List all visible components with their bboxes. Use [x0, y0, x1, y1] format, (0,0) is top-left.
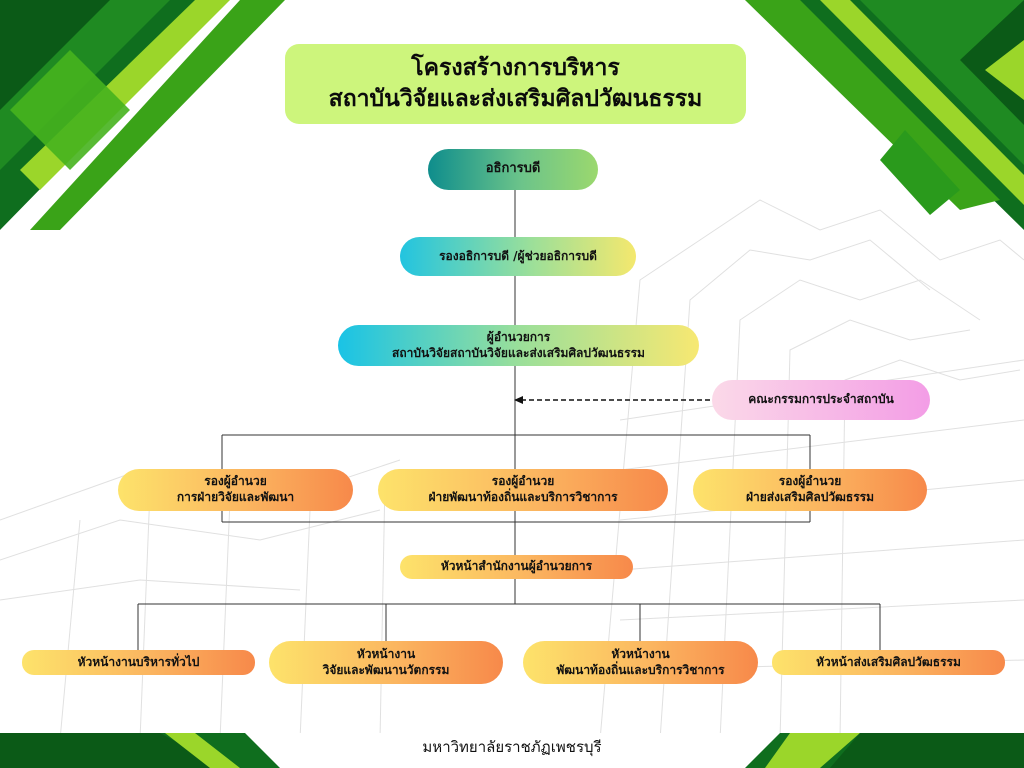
node-deputy-line-2: ฝ่ายส่งเสริมศิลปวัฒธรรม — [745, 490, 875, 504]
bottom-band — [0, 733, 1024, 768]
node-head-general-admin: หัวหน้างานบริหารทั่วไป — [22, 650, 255, 675]
node-deputy-line-1: รองผู้อำนวย — [204, 474, 267, 489]
node-director: ผู้อำนวยการ สถาบันวิจัยสถาบันวิจัยและส่ง… — [338, 325, 699, 366]
node-head-line-1: หัวหน้าส่งเสริมศิลปวัฒธรรม — [816, 654, 961, 669]
node-head-line-1: หัวหน้างาน — [611, 646, 670, 661]
node-deputy-research: รองผู้อำนวย การฝ่ายวิจัยและพัฒนา — [118, 469, 353, 511]
arrow-head-icon — [514, 396, 523, 404]
connector-lines — [137, 190, 881, 650]
footer-university-name: มหาวิทยาลัยราชภัฏเพชรบุรี — [422, 738, 602, 756]
node-committee: คณะกรรมการประจำสถาบัน — [712, 380, 930, 420]
corner-top-left — [0, 0, 285, 230]
node-head-local-development: หัวหน้างาน พัฒนาท้องถิ่นและบริการวิชาการ — [523, 641, 758, 684]
node-director-line-2: สถาบันวิจัยสถาบันวิจัยและส่งเสริมศิลปวัฒ… — [392, 345, 645, 360]
node-office-head-label: หัวหน้าสำนักงานผู้อำนวยการ — [440, 559, 593, 574]
node-head-line-1: หัวหน้างาน — [356, 646, 416, 661]
node-head-line-1: หัวหน้างานบริหารทั่วไป — [77, 654, 200, 669]
node-vice-president-label: รองอธิการบดี /ผู้ช่วยอธิการบดี — [439, 248, 597, 263]
node-office-head: หัวหน้าสำนักงานผู้อำนวยการ — [400, 555, 633, 579]
node-deputy-line-1: รองผู้อำนวย — [778, 474, 842, 489]
node-head-line-2: พัฒนาท้องถิ่นและบริการวิชาการ — [556, 662, 725, 677]
node-committee-label: คณะกรรมการประจำสถาบัน — [748, 392, 894, 407]
node-deputy-culture: รองผู้อำนวย ฝ่ายส่งเสริมศิลปวัฒธรรม — [693, 469, 927, 511]
node-vice-president: รองอธิการบดี /ผู้ช่วยอธิการบดี — [400, 237, 636, 276]
corner-top-right — [745, 0, 1024, 230]
node-head-culture: หัวหน้าส่งเสริมศิลปวัฒธรรม — [772, 650, 1005, 675]
page-title: โครงสร้างการบริหาร สถาบันวิจัยและส่งเสริ… — [285, 44, 746, 124]
node-deputy-line-1: รองผู้อำนวย — [491, 474, 555, 489]
node-president-label: อธิการบดี — [485, 161, 541, 177]
node-head-research-innovation: หัวหน้างาน วิจัยและพัฒนานวัตกรรม — [269, 641, 503, 684]
node-deputy-line-2: การฝ่ายวิจัยและพัฒนา — [176, 490, 295, 504]
node-director-line-1: ผู้อำนวยการ — [486, 329, 551, 344]
node-deputy-local-development: รองผู้อำนวย ฝ่ายพัฒนาท้องถิ่นและบริการวิ… — [378, 469, 668, 511]
title-line-2: สถาบันวิจัยและส่งเสริมศิลปวัฒนธรรม — [328, 86, 703, 112]
title-line-1: โครงสร้างการบริหาร — [411, 54, 620, 81]
node-head-line-2: วิจัยและพัฒนานวัตกรรม — [322, 662, 450, 677]
node-president: อธิการบดี — [428, 149, 598, 190]
node-deputy-line-2: ฝ่ายพัฒนาท้องถิ่นและบริการวิชาการ — [428, 490, 618, 504]
